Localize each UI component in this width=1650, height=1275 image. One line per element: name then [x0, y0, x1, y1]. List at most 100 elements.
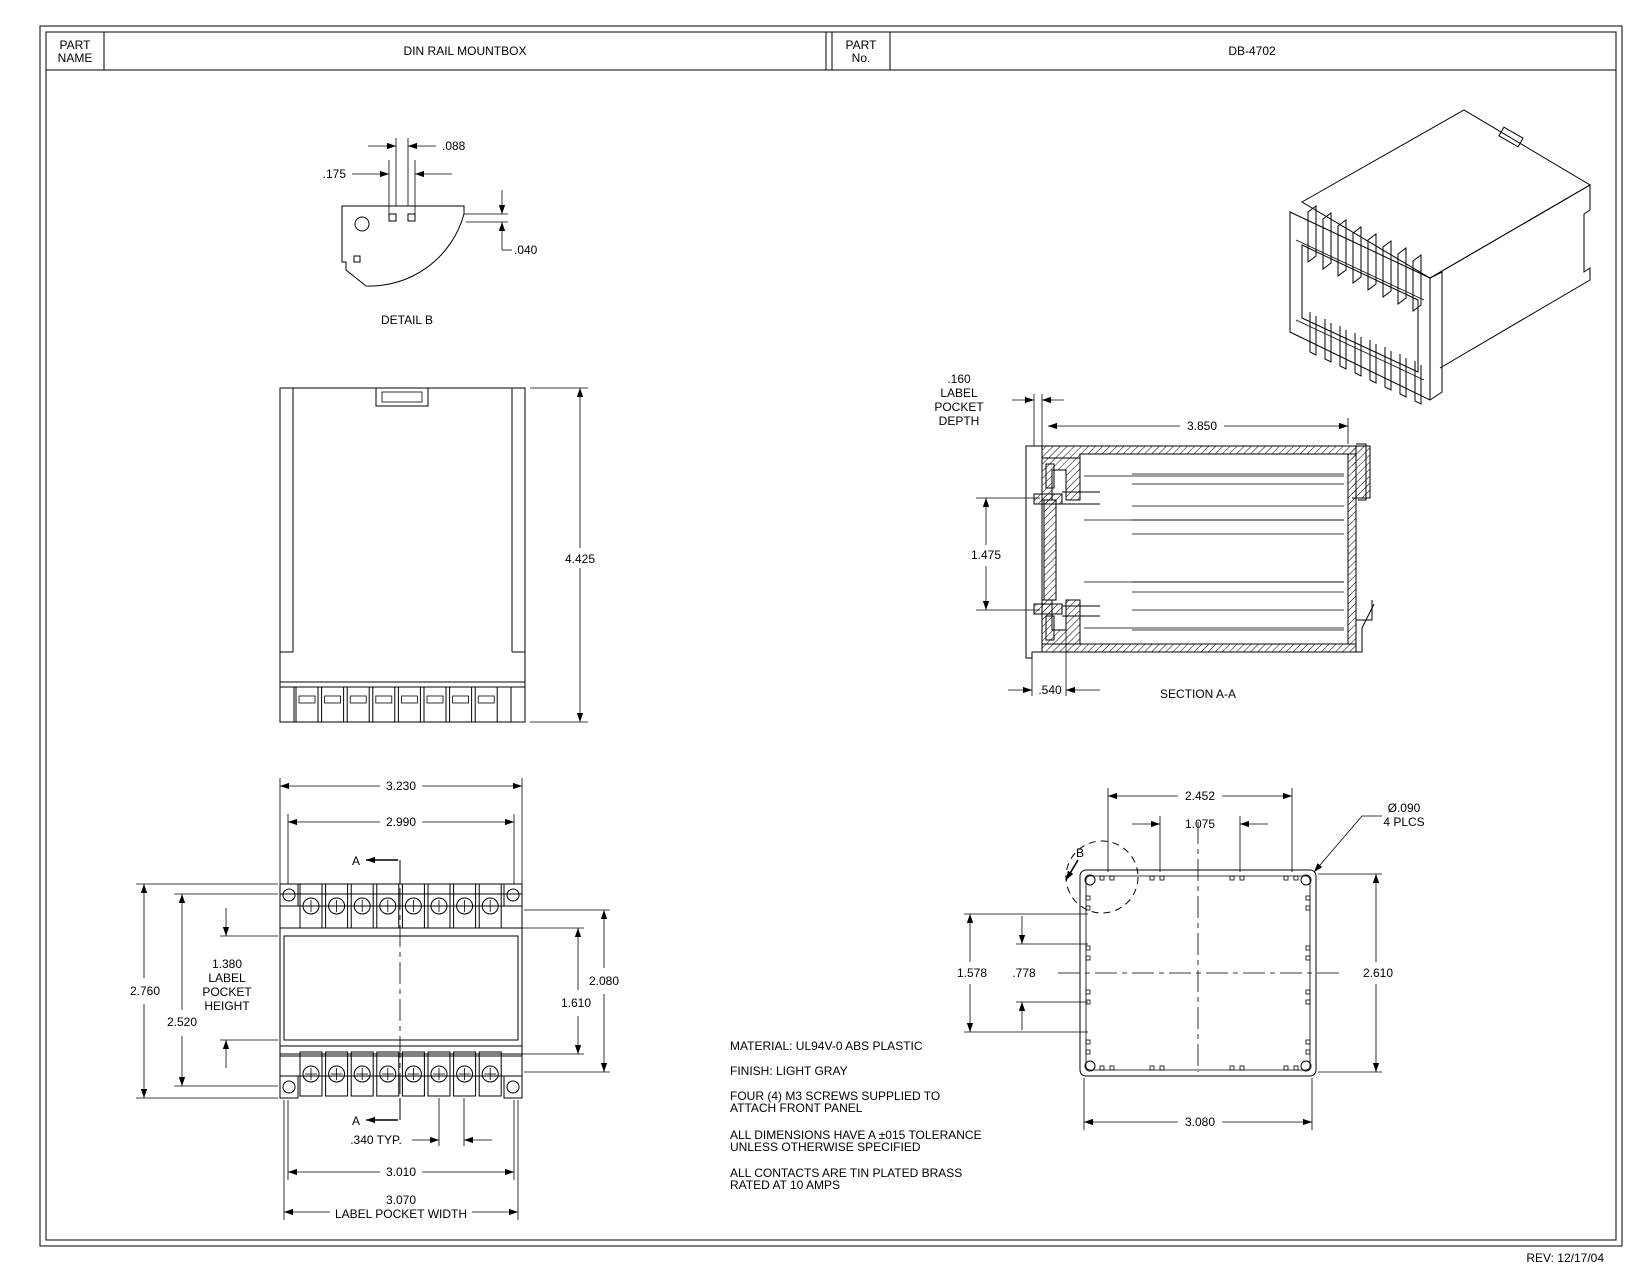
- bottom-view-slot: [1293, 1065, 1299, 1071]
- bottom-view-slot: [1085, 945, 1091, 951]
- section-aa-pocket-depth-l2: POCKET: [934, 400, 984, 414]
- section-aa-dim-3850: 3.850: [1187, 419, 1217, 433]
- detail-b-dim-040: .040: [514, 243, 538, 257]
- front-view-terminal-slot: [349, 695, 367, 704]
- bottom-view-slot: [1099, 875, 1105, 881]
- terminal-block: [478, 1051, 502, 1097]
- terminal-screw-icon: [302, 897, 320, 915]
- iso-terminal-screw-block: [1412, 254, 1422, 312]
- bottom-view-slot: [1099, 1065, 1105, 1071]
- bottom-view-slot: [1293, 875, 1299, 881]
- terminal-screw-icon: [302, 1065, 320, 1083]
- bottom-view-slot: [1149, 875, 1155, 881]
- iso-terminal-pin: [1309, 312, 1317, 356]
- detail-b-view: .088 .175 .040 DETAIL B: [323, 138, 538, 327]
- terminal-block: [325, 1051, 349, 1097]
- top-view-dim-3230: 3.230: [386, 779, 416, 793]
- front-view-terminal-slot: [400, 695, 418, 704]
- front-view-terminal-slot: [452, 695, 470, 704]
- bottom-view-hole-diameter: Ø.090: [1388, 801, 1421, 815]
- bottom-view-slot: [1159, 875, 1165, 881]
- front-view-terminal-tooth: [346, 686, 370, 723]
- note-line: FOUR (4) M3 SCREWS SUPPLIED TO: [730, 1089, 940, 1103]
- top-view-dim-2760: 2.760: [130, 984, 160, 998]
- part-no-value: DB-4702: [1228, 44, 1276, 58]
- iso-terminal-pin: [1384, 347, 1392, 391]
- bottom-view-slot: [1305, 955, 1311, 961]
- bottom-view-slot: [1085, 1039, 1091, 1045]
- front-view-end-tab: [279, 686, 295, 723]
- top-view-dim-2080: 2.080: [589, 974, 619, 988]
- section-aa-dim-540: .540: [1038, 683, 1062, 697]
- bottom-view-hole-count: 4 PLCS: [1383, 815, 1424, 829]
- top-view-section-a-upper: A: [352, 854, 360, 868]
- top-view-pocket-width-label: LABEL POCKET WIDTH: [335, 1207, 467, 1221]
- detail-b-dim-175: .175: [323, 167, 347, 181]
- iso-terminal-screw-block: [1322, 212, 1332, 270]
- iso-terminal-screw-block: [1337, 219, 1347, 277]
- part-no-label-line2: No.: [852, 51, 871, 65]
- note-line: RATED AT 10 AMPS: [730, 1178, 840, 1192]
- bottom-view-dim-1578: 1.578: [957, 966, 987, 980]
- bottom-view-dim-2452: 2.452: [1185, 789, 1215, 803]
- bottom-view-slot: [1305, 905, 1311, 911]
- terminal-block: [401, 883, 425, 929]
- iso-terminal-pin: [1399, 354, 1407, 398]
- terminal-screw-icon: [430, 1065, 448, 1083]
- iso-terminal-screw-block: [1397, 247, 1407, 305]
- terminal-block: [427, 883, 451, 929]
- terminal-block: [453, 1051, 477, 1097]
- sheet-frame: [39, 25, 1623, 1247]
- terminal-screw-icon: [456, 897, 474, 915]
- terminal-block: [376, 883, 400, 929]
- iso-terminal-pin: [1369, 340, 1377, 384]
- terminal-block: [427, 1051, 451, 1097]
- iso-terminal-pin: [1339, 326, 1347, 370]
- terminal-screw-icon: [404, 897, 422, 915]
- note-line: MATERIAL: UL94V-0 ABS PLASTIC: [730, 1039, 923, 1053]
- terminal-screw-icon: [456, 1065, 474, 1083]
- note-line: FINISH: LIGHT GRAY: [730, 1064, 848, 1078]
- bottom-view-slot: [1229, 1065, 1235, 1071]
- note-line: ALL DIMENSIONS HAVE A ±015 TOLERANCE: [730, 1128, 982, 1142]
- top-view: A A 3.230 2.990 2.760 2.520 1.380 LAB: [130, 778, 619, 1221]
- bottom-view-slot: [1109, 1065, 1115, 1071]
- notes-block: MATERIAL: UL94V-0 ABS PLASTIC FINISH: LIG…: [730, 1039, 982, 1192]
- iso-terminal-pin: [1414, 361, 1422, 405]
- terminal-screw-icon: [481, 1065, 499, 1083]
- terminal-screw-icon: [379, 897, 397, 915]
- top-view-pocket-height-l3: HEIGHT: [204, 999, 250, 1013]
- title-block: PART NAME DIN RAIL MOUNTBOX PART No. DB-…: [46, 32, 1616, 71]
- bottom-view-slot: [1085, 955, 1091, 961]
- terminal-block: [299, 883, 323, 929]
- bottom-view-slot: [1305, 1049, 1311, 1055]
- terminal-block: [376, 1051, 400, 1097]
- top-view-dim-1610: 1.610: [561, 996, 591, 1010]
- detail-b-dim-088: .088: [442, 139, 466, 153]
- bottom-view-dim-778: .778: [1012, 966, 1036, 980]
- detail-b-caption: DETAIL B: [381, 313, 433, 327]
- bottom-view-slot: [1229, 875, 1235, 881]
- bottom-view-slot: [1085, 989, 1091, 995]
- front-view-terminal-tooth: [449, 686, 473, 723]
- terminal-block: [299, 1051, 323, 1097]
- terminal-block: [350, 883, 374, 929]
- bottom-view-slot: [1085, 905, 1091, 911]
- part-name-value: DIN RAIL MOUNTBOX: [404, 44, 527, 58]
- front-view-terminal-slot: [324, 695, 342, 704]
- bottom-view-slot: [1109, 875, 1115, 881]
- bottom-view-slot: [1085, 1049, 1091, 1055]
- front-view-terminal-tooth: [397, 686, 421, 723]
- top-view-pocket-width-value: 3.070: [386, 1193, 416, 1207]
- terminal-block: [401, 1051, 425, 1097]
- bottom-view-detail-b-marker: B: [1076, 846, 1084, 860]
- top-view-pocket-height-l2: POCKET: [202, 985, 252, 999]
- top-view-dim-340: .340 TYP.: [350, 1133, 402, 1147]
- section-aa-pocket-depth-l3: DEPTH: [939, 414, 980, 428]
- section-aa-caption: SECTION A-A: [1160, 687, 1236, 701]
- bottom-view-slot: [1305, 999, 1311, 1005]
- bottom-view-slot: [1159, 1065, 1165, 1071]
- iso-terminal-pin: [1354, 333, 1362, 377]
- front-view-terminal-slot: [477, 695, 495, 704]
